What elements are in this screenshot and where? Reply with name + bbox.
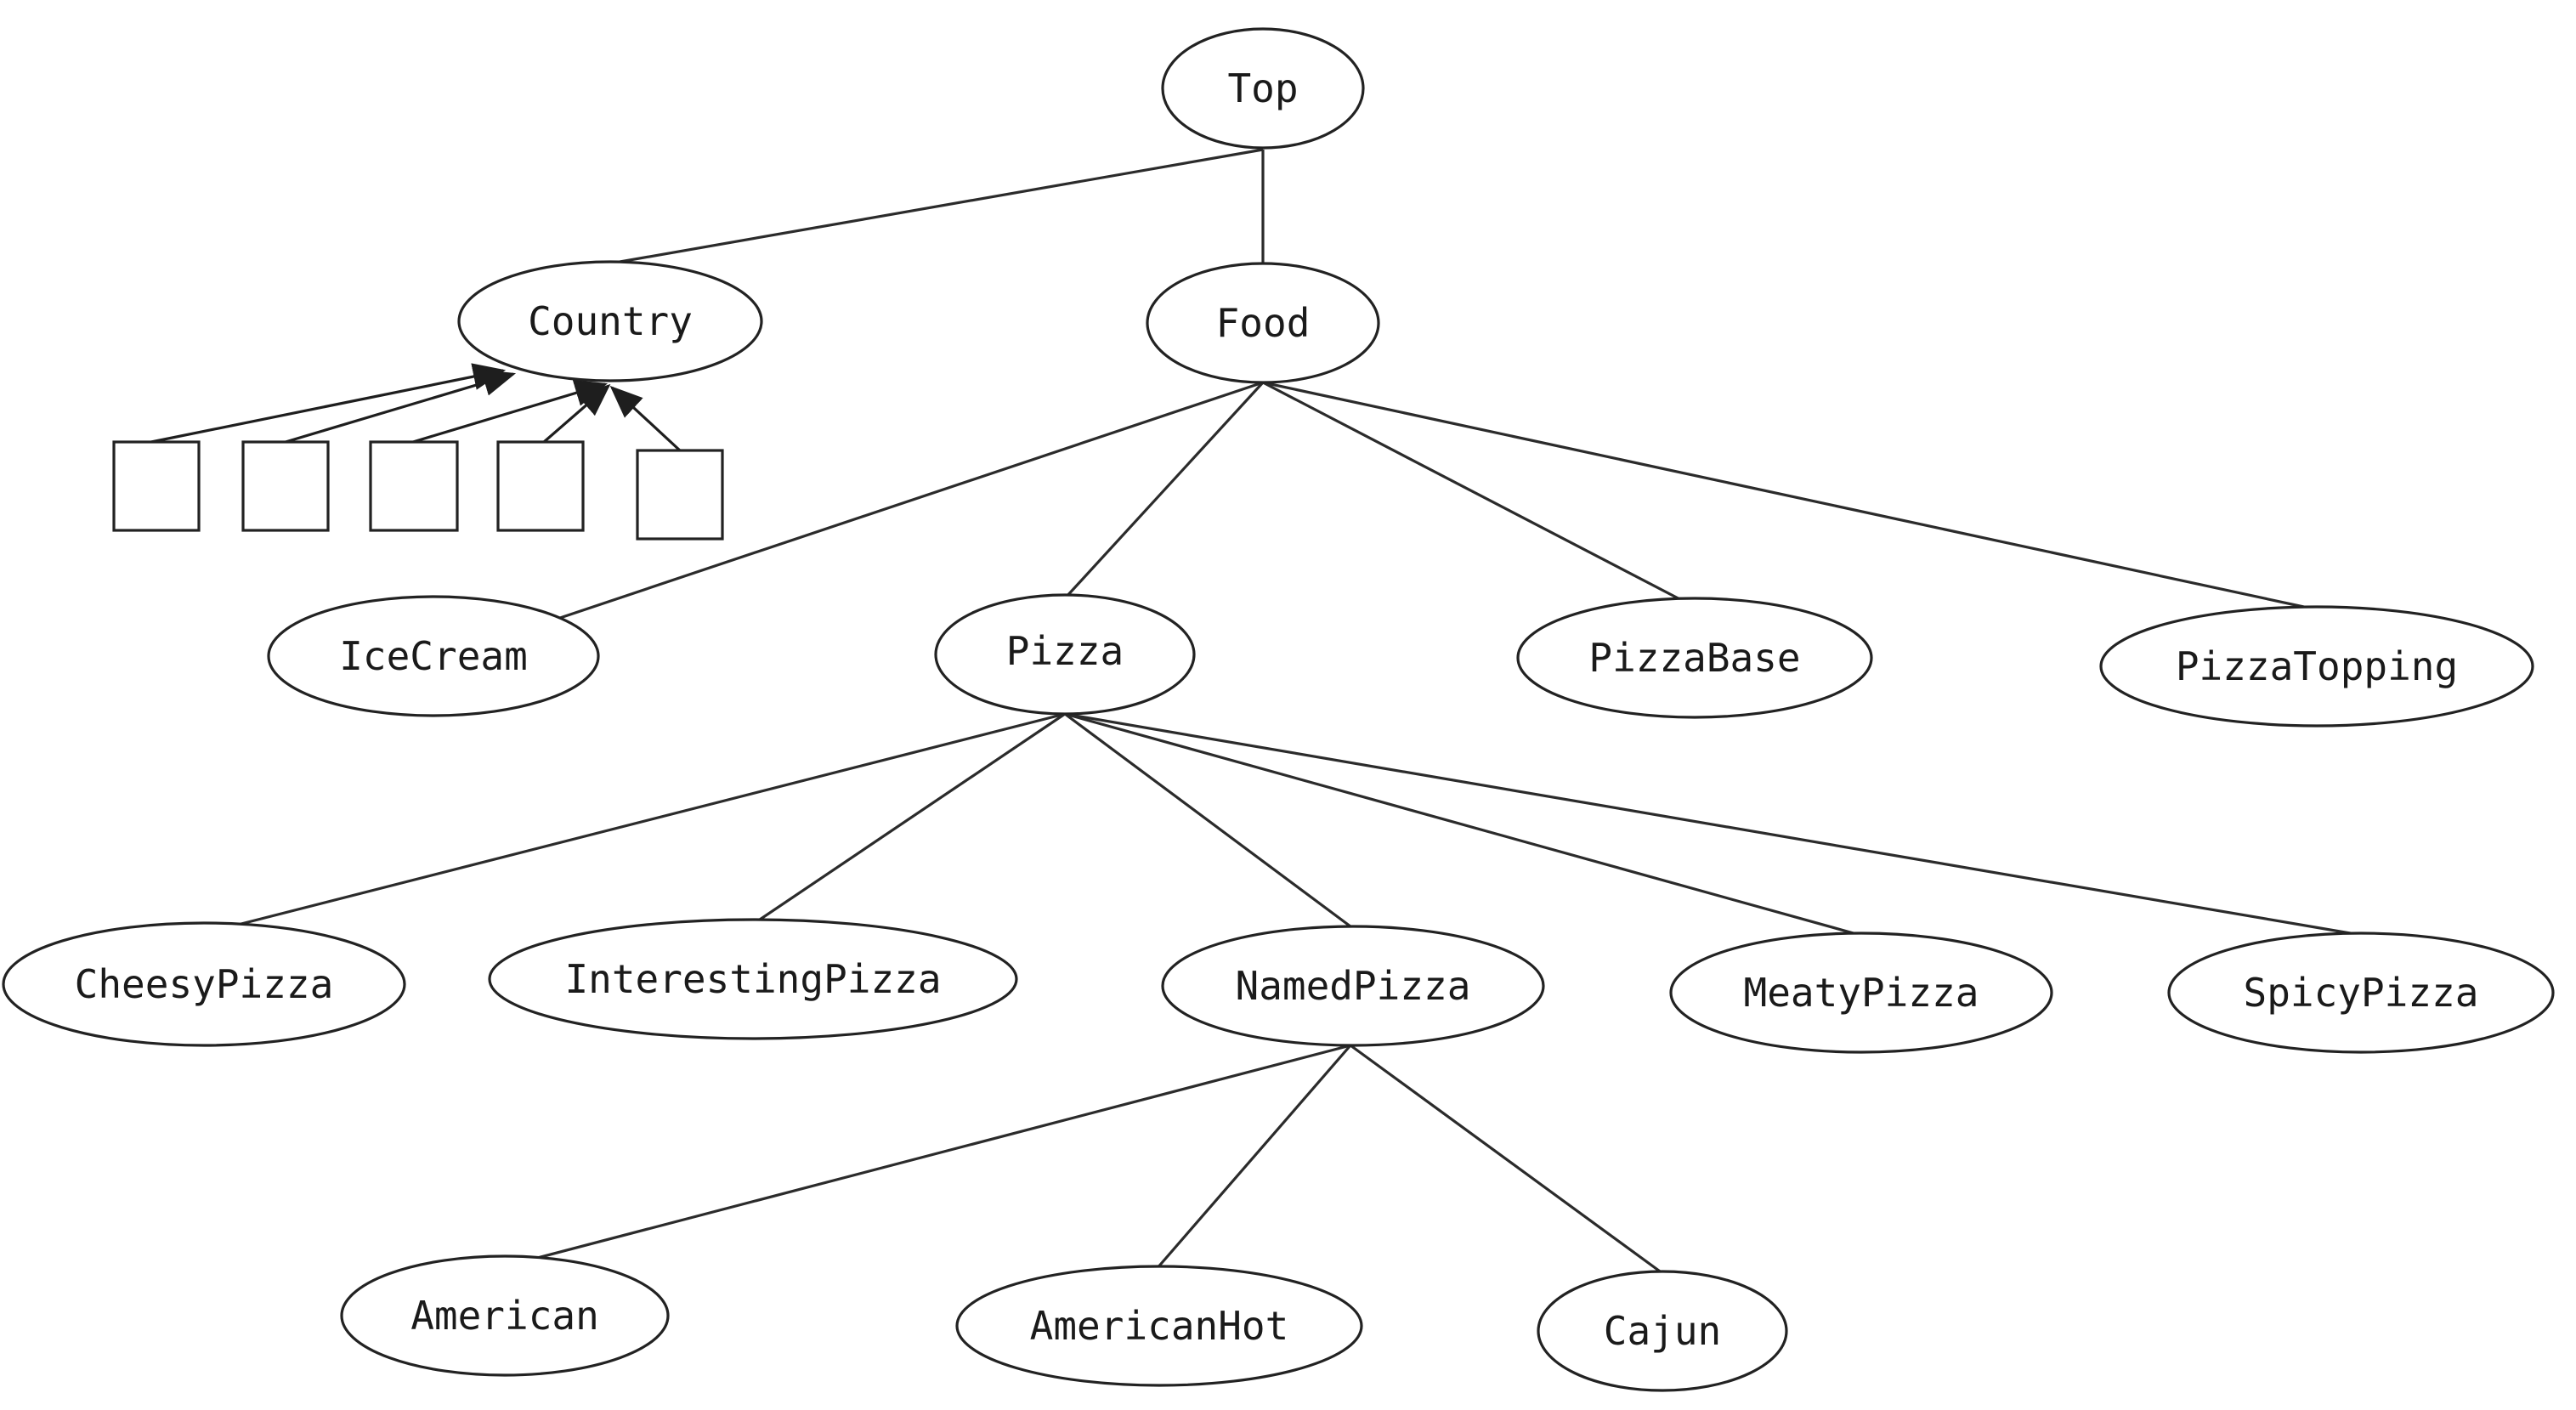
edge-pizza-spicypizza — [1064, 712, 2361, 937]
node-top: Top — [1161, 27, 1365, 150]
instance-arrow-4 — [542, 383, 611, 444]
node-interestingpizza-label: InterestingPizza — [564, 956, 941, 1002]
edge-food-pizzabase — [1262, 381, 1692, 607]
node-pizza-label: Pizza — [1006, 628, 1124, 674]
node-americanhot-label: AmericanHot — [1030, 1303, 1289, 1349]
node-top-label: Top — [1227, 65, 1298, 111]
edges — [230, 148, 2361, 1275]
node-meatypizza: MeatyPizza — [1669, 932, 2053, 1054]
instance-box-5 — [636, 449, 724, 541]
node-spicypizza-label: SpicyPizza — [2244, 970, 2479, 1016]
edge-food-icecream — [557, 381, 1264, 620]
node-country: Country — [457, 260, 763, 382]
node-cajun: Cajun — [1537, 1270, 1788, 1392]
class-nodes: Top Country Food IceCream Pizza PizzaBas… — [2, 27, 2555, 1392]
node-food: Food — [1146, 262, 1380, 384]
node-icecream: IceCream — [267, 595, 600, 717]
instance-arrow-3 — [412, 379, 609, 444]
instance-arrow-1 — [150, 363, 507, 444]
node-meatypizza-label: MeatyPizza — [1744, 970, 1979, 1016]
node-american: American — [340, 1254, 670, 1377]
node-cajun-label: Cajun — [1604, 1308, 1721, 1354]
instance-box-1 — [112, 440, 201, 532]
node-pizza: Pizza — [934, 593, 1196, 716]
edge-food-pizza — [1063, 381, 1265, 600]
node-country-label: Country — [528, 298, 693, 344]
node-interestingpizza: InterestingPizza — [488, 918, 1018, 1040]
edge-pizza-meatypizza — [1064, 712, 1860, 937]
instance-box-3 — [369, 440, 459, 532]
edge-namedpizza-american — [504, 1044, 1351, 1268]
edge-pizza-interestingpizza — [754, 712, 1066, 925]
node-cheesypizza-label: CheesyPizza — [75, 961, 334, 1007]
node-american-label: American — [410, 1293, 599, 1339]
node-americanhot: AmericanHot — [955, 1265, 1363, 1387]
instance-box-2 — [241, 440, 330, 532]
node-pizzatopping: PizzaTopping — [2099, 605, 2534, 728]
instance-box-4 — [496, 440, 585, 532]
instance-arrows — [150, 363, 682, 452]
instance-arrow-2 — [285, 369, 517, 444]
instance-arrow-5 — [609, 385, 682, 452]
edge-pizza-namedpizza — [1064, 712, 1351, 928]
node-food-label: Food — [1216, 300, 1311, 346]
edge-namedpizza-cajun — [1350, 1044, 1663, 1275]
node-pizzatopping-label: PizzaTopping — [2176, 643, 2458, 689]
edge-namedpizza-americanhot — [1154, 1044, 1352, 1271]
edge-food-pizzatopping — [1262, 381, 2313, 610]
edge-pizza-cheesypizza — [230, 712, 1066, 928]
instance-boxes — [112, 440, 724, 541]
node-spicypizza: SpicyPizza — [2167, 932, 2555, 1054]
node-namedpizza-label: NamedPizza — [1236, 963, 1471, 1009]
node-pizzabase: PizzaBase — [1516, 597, 1873, 719]
node-icecream-label: IceCream — [339, 633, 528, 679]
node-pizzabase-label: PizzaBase — [1588, 635, 1800, 681]
edge-top-country — [609, 148, 1264, 265]
node-cheesypizza: CheesyPizza — [2, 921, 406, 1047]
node-namedpizza: NamedPizza — [1161, 925, 1545, 1047]
